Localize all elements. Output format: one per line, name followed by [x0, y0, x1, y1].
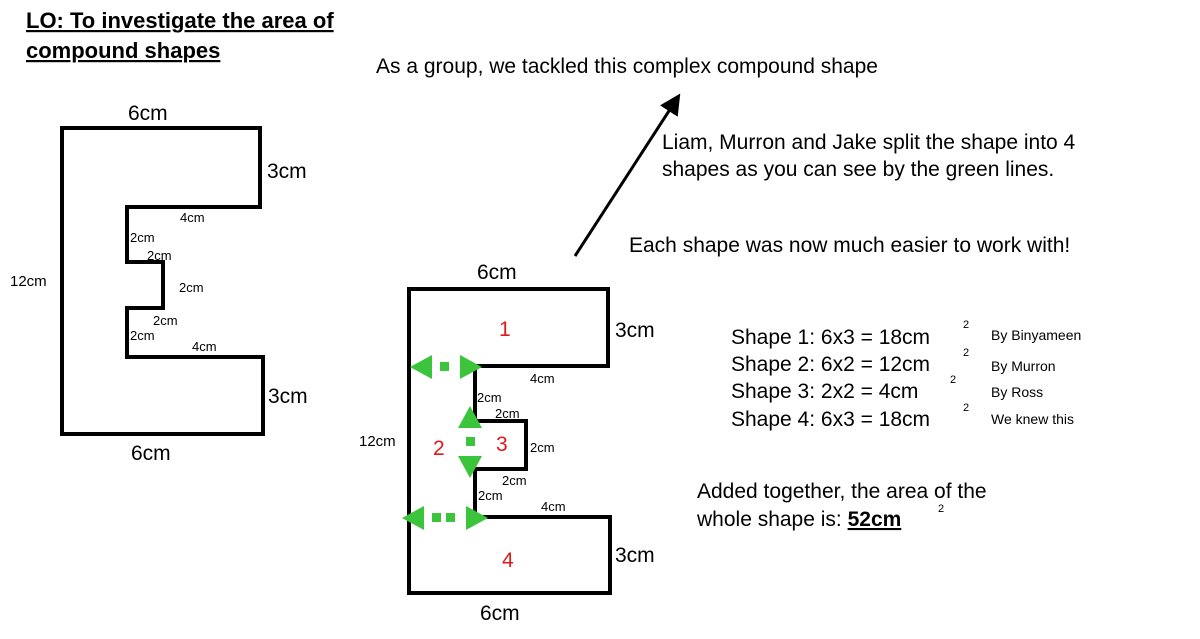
left-right-bottom-dimension: 3cm [268, 385, 308, 408]
right-right-bottom-dimension: 3cm [615, 544, 655, 567]
right-right-top-dimension: 3cm [615, 319, 655, 342]
equation-shape-2-exponent: 2 [963, 347, 969, 359]
pointer-arrow [573, 93, 681, 257]
equation-shape-4: Shape 4: 6x3 = 18cm [731, 408, 930, 431]
area-calculations: Shape 1: 6x3 = 18cm 2 By Binyameen Shape… [731, 319, 1081, 431]
equation-shape-3: Shape 3: 2x2 = 4cm [731, 380, 918, 403]
equation-shape-1: Shape 1: 6x3 = 18cm [731, 326, 930, 349]
left-e-outline [60, 126, 265, 436]
left-right-top-dimension: 3cm [267, 160, 307, 183]
credit-shape-2: By Murron [991, 358, 1056, 374]
right-bottom-dimension: 6cm [480, 602, 520, 625]
total-exponent: 2 [938, 503, 944, 515]
title-line-2: compound shapes [26, 38, 220, 63]
right-inner-2-dimension: 2cm [495, 406, 520, 421]
region-number-4: 4 [502, 549, 514, 572]
split-text-line-1: Liam, Murron and Jake split the shape in… [662, 131, 1076, 154]
total-value: 52cm [848, 508, 902, 531]
easier-text: Each shape was now much easier to work w… [629, 234, 1070, 257]
left-middle-dimension: 2cm [179, 280, 204, 295]
split-dash-top [440, 362, 449, 371]
total-label: whole shape is: [696, 508, 848, 531]
title-line-1: LO: To investigate the area of [26, 8, 334, 33]
equation-shape-1-exponent: 2 [963, 319, 969, 331]
region-number-1: 1 [499, 318, 511, 341]
left-inner-2-dimension: 2cm [147, 248, 172, 263]
right-middle-dimension: 2cm [530, 440, 555, 455]
credit-shape-4: We knew this [991, 411, 1074, 427]
credit-shape-1: By Binyameen [991, 327, 1081, 343]
split-dash-vertical [466, 437, 475, 446]
equation-shape-2: Shape 2: 6x2 = 12cm [731, 353, 930, 376]
equation-shape-3-exponent: 2 [950, 374, 956, 386]
region-number-3: 3 [496, 433, 508, 456]
split-dash-bottom-1 [432, 513, 441, 522]
split-arrow-vertical-down [458, 456, 482, 478]
total-text-line-1: Added together, the area of the [697, 480, 987, 503]
green-split-markers [402, 355, 488, 530]
left-e-shape: 6cm 3cm 4cm 2cm 2cm 2cm 2cm 2cm 4cm 3cm … [10, 102, 308, 465]
right-e-shape: 6cm 3cm 4cm 2cm 2cm 2cm 2cm 2cm 4cm 3cm … [359, 261, 655, 625]
left-bottom-dimension: 6cm [131, 442, 171, 465]
split-arrow-vertical-up [458, 406, 482, 428]
left-top-dimension: 6cm [128, 102, 168, 125]
right-inner-4-dimension: 2cm [478, 488, 503, 503]
left-inner-4-dimension: 2cm [130, 328, 155, 343]
region-number-2: 2 [433, 437, 445, 460]
left-notch-top-dimension: 4cm [180, 210, 205, 225]
right-inner-3-dimension: 2cm [502, 473, 527, 488]
left-side-dimension: 12cm [10, 273, 47, 290]
split-dash-bottom-2 [446, 513, 455, 522]
split-arrow-top-left [410, 355, 432, 379]
split-arrow-top-right [460, 355, 482, 379]
right-top-dimension: 6cm [477, 261, 517, 284]
right-side-dimension: 12cm [359, 433, 396, 450]
total-text-line-2: whole shape is: 52cm [696, 508, 901, 531]
right-inner-1-dimension: 2cm [477, 390, 502, 405]
left-notch-bottom-dimension: 4cm [192, 339, 217, 354]
split-arrow-bottom-right [466, 506, 488, 530]
equation-shape-4-exponent: 2 [963, 402, 969, 414]
right-notch-top-dimension: 4cm [530, 371, 555, 386]
split-arrow-bottom-left [402, 506, 424, 530]
intro-text: As a group, we tackled this complex comp… [376, 55, 878, 78]
left-inner-1-dimension: 2cm [130, 230, 155, 245]
right-e-outline [407, 287, 612, 595]
total-area: Added together, the area of the whole sh… [696, 480, 987, 531]
right-notch-bottom-dimension: 4cm [541, 499, 566, 514]
left-inner-3-dimension: 2cm [153, 313, 178, 328]
credit-shape-3: By Ross [991, 384, 1043, 400]
split-text-line-2: shapes as you can see by the green lines… [662, 158, 1054, 181]
